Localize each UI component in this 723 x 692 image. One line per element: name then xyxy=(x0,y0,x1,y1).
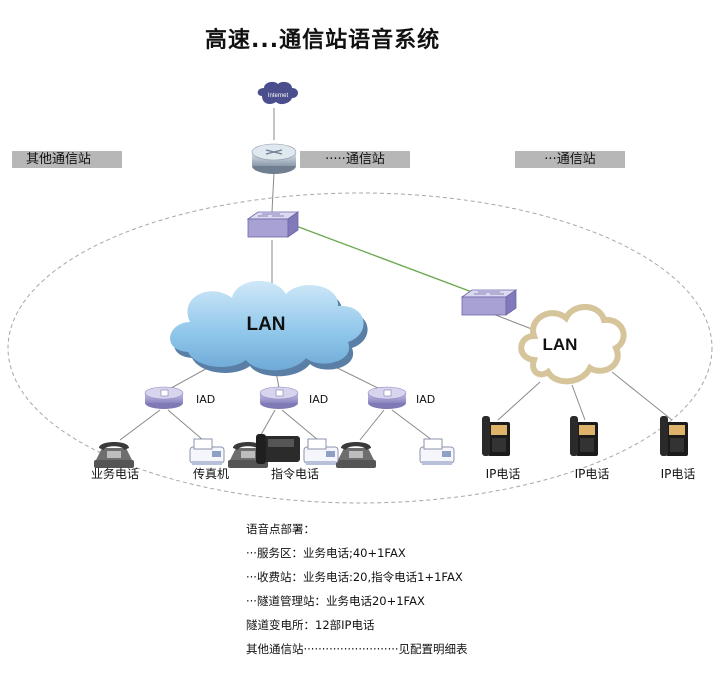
iad-label: IAD xyxy=(196,393,216,406)
iad-device-icon xyxy=(367,386,407,410)
uplink-line xyxy=(295,225,489,299)
lan-cloud-right: LAN xyxy=(518,304,627,385)
ip-phone-icon xyxy=(482,416,510,456)
business-phone-label: 业务电话 xyxy=(90,467,139,481)
internet-label: Internet xyxy=(268,93,289,99)
ip-phone-label: IP电话 xyxy=(660,467,696,481)
command-phone-icon xyxy=(256,434,300,464)
notes-line: 其他通信站··························见配置明细表 xyxy=(246,642,468,656)
ip-phone-icon xyxy=(660,416,688,456)
network-boundary-ellipse xyxy=(7,192,713,504)
iad-label: IAD xyxy=(416,393,436,406)
notes-line: ···服务区：业务电话;40+1FAX xyxy=(246,546,406,560)
fax-machine-icon xyxy=(189,438,225,466)
command-phone-label: 指令电话 xyxy=(270,467,319,481)
fax-label: 传真机 xyxy=(192,467,229,481)
access-switch-icon xyxy=(460,289,518,316)
ip-phone-icon xyxy=(570,416,598,456)
station-label-right: ···通信站 xyxy=(515,151,625,168)
internet-cloud-icon: Internet xyxy=(257,81,298,105)
router-icon xyxy=(251,143,297,174)
fax-machine-icon xyxy=(419,438,455,466)
iad-label: IAD xyxy=(309,393,329,406)
fax-machine-icon xyxy=(303,438,339,466)
diagram-title: 高速...通信站语音系统 xyxy=(205,28,441,53)
notes-line: ···收费站：业务电话:20,指令电话1+1FAX xyxy=(246,570,463,584)
ip-phone-label: IP电话 xyxy=(574,467,610,481)
business-phone-icon xyxy=(336,442,376,468)
notes-heading: 语音点部署： xyxy=(246,522,315,536)
notes-line: ···隧道管理站：业务电话20+1FAX xyxy=(246,594,425,608)
station-label-center: ·····通信站 xyxy=(300,151,410,168)
core-switch-icon xyxy=(246,211,300,238)
station-label-other: 其他通信站 xyxy=(12,151,122,168)
lan-label-right: LAN xyxy=(543,335,578,354)
iad-device-icon xyxy=(259,386,299,410)
iad-device-icon xyxy=(144,386,184,410)
notes-line: 隧道变电所：12部IP电话 xyxy=(246,618,375,632)
lan-label-main: LAN xyxy=(246,314,285,335)
lan-cloud-main: LAN xyxy=(170,280,368,377)
ip-phone-label: IP电话 xyxy=(485,467,521,481)
